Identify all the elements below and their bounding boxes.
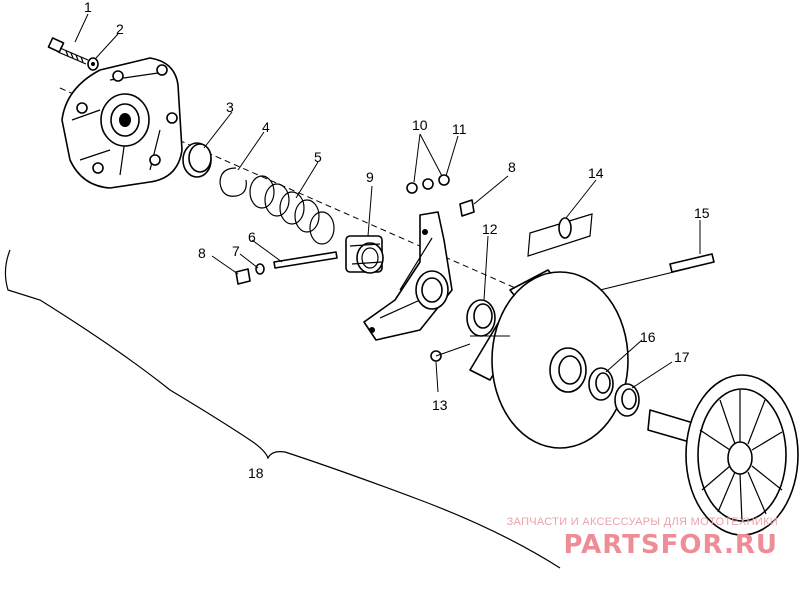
assembly-bracket-18 [4,249,561,569]
callout-13: 13 [432,397,448,413]
callout-1: 1 [84,0,92,15]
leader-lines [74,13,701,393]
nuts-part-10-11 [406,174,450,194]
pin-part-6 [273,251,338,269]
callout-labels: 1 2 3 4 5 6 7 8 9 10 11 8 12 13 14 15 16… [84,0,710,481]
callout-11: 11 [452,121,467,137]
callout-14: 14 [588,165,604,181]
callout-9: 9 [366,169,374,185]
ring-part-7 [255,263,265,275]
callout-8-right: 8 [508,159,516,175]
plug-part-8-right [459,199,475,217]
callout-3: 3 [226,99,234,115]
roller-part-9 [345,235,384,274]
callout-6: 6 [248,229,256,245]
seal-ring-part-12 [466,299,496,337]
snap-ring-part-4 [219,167,247,197]
bolt-part-1 [47,37,89,65]
callout-16: 16 [640,329,656,345]
watermark-logo: PARTSFOR.RU [563,530,778,560]
bushing-part-17 [614,383,640,417]
spring-part-5 [249,175,335,245]
callout-15: 15 [694,205,710,221]
callout-8-left: 8 [198,245,206,261]
callout-4: 4 [262,119,270,135]
pin-part-15 [669,253,715,273]
callout-10: 10 [412,117,428,133]
watermark-tagline: ЗАПЧАСТИ И АКСЕССУАРЫ ДЛЯ МОТОТЕХНИКИ [506,516,778,528]
fixed-sheave-with-shaft [647,374,799,536]
movable-sheave [469,269,629,449]
cover-plate-housing [61,57,183,189]
bushing-part-3 [182,142,212,178]
shim-part-14 [527,213,593,257]
watermark: ЗАПЧАСТИ И АКСЕССУАРЫ ДЛЯ МОТОТЕХНИКИ PA… [507,516,778,560]
spider-arm-assembly [363,211,453,341]
callout-7: 7 [232,243,240,259]
callout-2: 2 [116,21,124,37]
callout-12: 12 [482,221,498,237]
callout-5: 5 [314,149,322,165]
callout-18: 18 [248,465,264,481]
bushing-part-16 [588,367,614,401]
callout-17: 17 [674,349,690,365]
plug-part-8-left [235,268,251,285]
